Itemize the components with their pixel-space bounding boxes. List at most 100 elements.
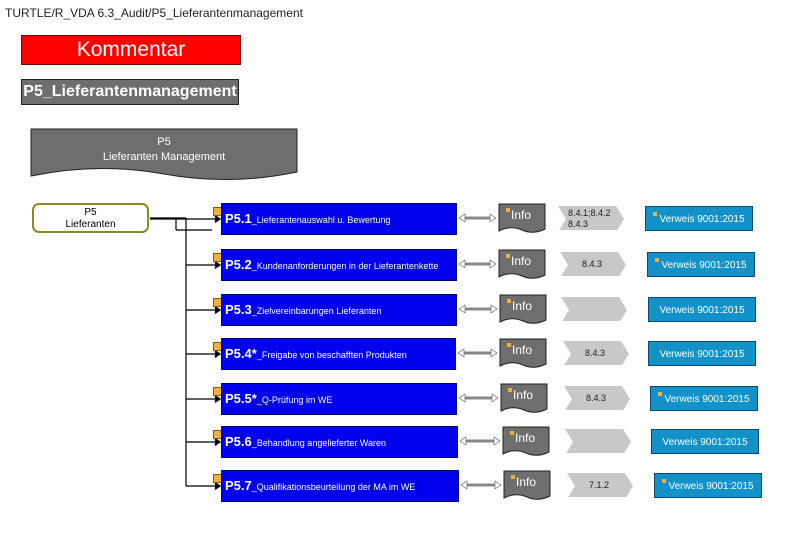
info-label: Info — [512, 299, 533, 313]
info-document-icon[interactable] — [498, 203, 546, 233]
verweis-label: Verweis 9001:2015 — [659, 305, 745, 316]
reference-line-1: 7.1.2 — [589, 480, 610, 490]
verweis-label: Verweis 9001:2015 — [662, 437, 748, 448]
reference-chevron — [563, 341, 629, 365]
reference-text: 8.4.3 — [585, 348, 605, 359]
process-label: Q-Prüfung im WE — [261, 395, 333, 405]
process-code: P5.2 — [225, 257, 252, 272]
process-separator: _ — [251, 306, 257, 316]
process-group-code: P5 — [157, 136, 171, 148]
reference-line-1: 8.4.3 — [586, 393, 607, 403]
arrowhead — [459, 436, 467, 446]
arrowhead — [214, 260, 222, 270]
info-label: Info — [511, 208, 532, 222]
verweis-9001-button[interactable]: Verweis 9001:2015 — [654, 473, 762, 498]
verweis-9001-button[interactable]: Verweis 9001:2015 — [648, 297, 756, 322]
process-code: P5.1 — [225, 211, 252, 226]
process-box[interactable]: P5.7_Qualifikationsbeurteilung der MA im… — [221, 470, 459, 502]
arrowhead — [214, 214, 222, 224]
info-document-icon[interactable] — [502, 426, 550, 456]
reference-text: 7.1.2 — [589, 480, 609, 491]
verweis-marker-icon — [662, 479, 667, 483]
process-box[interactable]: P5.1_Lieferantenauswahl u. Bewertung — [221, 203, 457, 235]
reference-line-1: 8.4.3 — [585, 348, 606, 358]
arrowhead — [214, 305, 222, 315]
reference-text: 8.4.3 — [586, 393, 606, 404]
verweis-label: Verweis 9001:2015 — [659, 214, 745, 225]
reference-line-1: 8.4.1;8.4.2 — [568, 208, 611, 218]
info-marker-icon — [507, 343, 511, 347]
verweis-marker-icon — [658, 392, 663, 396]
reference-line-2: 8.4.3 — [568, 219, 589, 229]
process-label: Behandlung angelieferter Waren — [256, 438, 387, 448]
process-label: Lieferantenauswahl u. Bewertung — [256, 215, 391, 225]
arrowhead — [458, 304, 466, 314]
process-label: Kundenanforderungen in der Lieferantenke… — [256, 261, 439, 271]
verweis-9001-button[interactable]: Verweis 9001:2015 — [647, 252, 755, 277]
reference-chevron — [560, 252, 626, 276]
kommentar-button[interactable]: Kommentar — [21, 35, 241, 65]
arrowhead — [489, 213, 497, 223]
process-code: P5.4* — [225, 346, 257, 361]
reference-chevron — [558, 206, 624, 230]
page-title: P5_Lieferantenmanagement — [21, 79, 239, 105]
process-box[interactable]: P5.3_Zielvereinbarungen Lieferanten — [221, 294, 457, 326]
verweis-marker-icon — [655, 258, 660, 262]
info-marker-icon — [508, 388, 512, 392]
process-box[interactable]: P5.6_Behandlung angelieferter Waren — [221, 426, 458, 458]
process-separator: _ — [251, 215, 257, 225]
info-document-icon[interactable] — [499, 338, 547, 368]
arrowhead — [490, 348, 498, 358]
info-document-icon[interactable] — [498, 249, 546, 279]
process-code: P5.6 — [225, 434, 252, 449]
process-code: P5.3 — [225, 302, 252, 317]
process-box[interactable]: P5.5*_Q-Prüfung im WE — [221, 383, 457, 415]
info-document-icon[interactable] — [503, 470, 551, 500]
info-label: Info — [511, 254, 532, 268]
process-separator: _ — [251, 438, 257, 448]
info-marker-icon — [506, 208, 510, 212]
process-label: Zielvereinbarungen Lieferanten — [256, 306, 382, 316]
arrowhead — [214, 349, 222, 359]
arrowhead — [460, 480, 468, 490]
arrowhead — [214, 481, 222, 491]
reference-line-1: 8.4.3 — [582, 259, 603, 269]
info-marker-icon — [510, 431, 514, 435]
arrowhead — [494, 480, 502, 490]
process-separator: _ — [251, 261, 257, 271]
info-marker-icon — [511, 475, 515, 479]
info-label: Info — [513, 388, 534, 402]
process-label: Freigabe von beschafften Produkten — [261, 350, 407, 360]
input-name: Lieferanten — [65, 219, 116, 230]
info-document-icon[interactable] — [500, 383, 548, 413]
reference-text: 8.4.3 — [582, 259, 602, 270]
verweis-9001-button[interactable]: Verweis 9001:2015 — [648, 341, 756, 366]
process-group-label: P5 Lieferanten Management — [30, 135, 298, 165]
arrowhead — [457, 348, 465, 358]
breadcrumb: TURTLE/R_VDA 6.3_Audit/P5_Lieferantenman… — [5, 6, 303, 20]
verweis-label: Verweis 9001:2015 — [668, 481, 754, 492]
verweis-9001-button[interactable]: Verweis 9001:2015 — [651, 429, 759, 454]
input-lieferanten-box[interactable]: P5 Lieferanten — [32, 203, 149, 233]
arrowhead — [458, 213, 466, 223]
verweis-9001-button[interactable]: Verweis 9001:2015 — [645, 206, 753, 231]
reference-chevron — [564, 386, 630, 410]
process-box[interactable]: P5.4*_Freigabe von beschafften Produkten — [221, 338, 456, 370]
info-marker-icon — [506, 254, 510, 258]
verweis-marker-icon — [653, 212, 658, 216]
arrowhead — [493, 436, 501, 446]
input-code: P5 — [84, 207, 97, 218]
info-document-icon[interactable] — [499, 294, 547, 324]
process-separator: _ — [256, 395, 262, 405]
process-separator: _ — [256, 350, 262, 360]
process-code: P5.7 — [225, 478, 252, 493]
reference-chevron — [561, 297, 627, 321]
verweis-9001-button[interactable]: Verweis 9001:2015 — [650, 386, 758, 411]
process-code: P5.5* — [225, 391, 257, 406]
process-separator: _ — [251, 482, 257, 492]
reference-chevron — [565, 429, 631, 453]
process-box[interactable]: P5.2_Kundenanforderungen in der Lieferan… — [221, 249, 457, 281]
reference-chevron — [567, 473, 633, 497]
arrowhead — [458, 393, 466, 403]
